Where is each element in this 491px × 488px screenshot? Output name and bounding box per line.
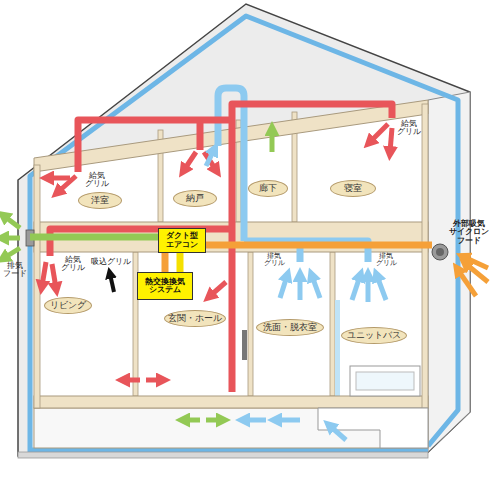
- node-text: 熱交換換気 システム: [139, 278, 191, 295]
- cyclone-hood: [436, 248, 444, 256]
- supply-arrow: [42, 262, 46, 286]
- room-label: 洗面・脱衣室: [256, 319, 324, 336]
- grille-label: 排気 フード: [2, 262, 28, 279]
- supply-arrow: [210, 282, 226, 296]
- node-text: 納戸: [186, 194, 204, 204]
- supply-arrow: [48, 176, 70, 181]
- node-text: 玄関・ホール: [168, 314, 222, 324]
- exhaust-arrow: [330, 426, 346, 440]
- equipment-box: 熱交換換気 システム: [137, 272, 193, 300]
- insulation-line: [30, 16, 458, 452]
- bathtub-inner: [356, 372, 414, 390]
- exhaust-arrow: [352, 276, 360, 300]
- grille-label: 給気 グリル: [84, 172, 110, 189]
- crawl-space: [34, 408, 428, 448]
- return-duct: [30, 234, 160, 241]
- exhaust-arrow: [4, 216, 20, 228]
- exhaust-arrow: [366, 276, 371, 302]
- exhaust-arrow: [206, 150, 214, 166]
- room-label: 玄関・ホール: [164, 310, 226, 327]
- connect-duct: [177, 252, 184, 272]
- node-text: 寝室: [344, 184, 362, 194]
- return-arrow: [184, 418, 200, 423]
- bathtub: [350, 366, 420, 396]
- return-arrow: [270, 130, 275, 152]
- supply-duct: [50, 229, 232, 256]
- intake-arrow: [466, 264, 488, 282]
- exhaust-arrow: [276, 418, 300, 423]
- room-label: ユニットバス: [341, 327, 407, 344]
- bath-door: [335, 300, 340, 396]
- grille-label: 給気 グリル: [396, 120, 422, 137]
- node-text: ユニットバス: [347, 331, 401, 341]
- supply-arrow: [390, 128, 392, 152]
- grille-label: 排気 グリル: [374, 253, 398, 267]
- exhaust-arrow: [3, 236, 20, 241]
- side-wall: [428, 92, 470, 452]
- grille-label: 給気 グリル: [60, 256, 86, 273]
- equipment-box: ダクト型 エアコン: [158, 228, 206, 253]
- bath-step: [318, 408, 428, 448]
- node-text: ダクト型 エアコン: [160, 232, 204, 249]
- room-label: 納戸: [173, 190, 217, 207]
- outer-wall: [34, 165, 40, 408]
- supply-arrow: [184, 152, 196, 170]
- suction-arrow: [110, 274, 114, 292]
- node-text: リビング: [50, 301, 86, 311]
- node-text: 廊下: [259, 184, 277, 194]
- entrance-door: [242, 330, 247, 360]
- return-arrow: [206, 418, 222, 423]
- cyclone-hood: [432, 244, 448, 260]
- partition-wall: [330, 252, 335, 396]
- intake-arrow: [458, 270, 476, 296]
- outer-wall: [422, 104, 428, 408]
- house-shell: [18, 4, 470, 456]
- exhaust-arrow: [280, 276, 287, 298]
- exhaust-arrow: [244, 418, 266, 423]
- exhaust-arrow: [377, 276, 386, 300]
- room-label: 洋室: [78, 192, 122, 209]
- exhaust-arrow: [312, 276, 320, 298]
- foundation: [18, 452, 428, 458]
- supply-arrow: [124, 378, 140, 383]
- room-label: 寝室: [330, 180, 376, 197]
- exhaust-arrow: [298, 276, 303, 300]
- floor-band: [34, 396, 428, 408]
- supply-arrow: [52, 264, 56, 288]
- supply-arrow: [146, 378, 162, 383]
- node-text: 洋室: [91, 196, 109, 206]
- exhaust-arrow: [4, 248, 20, 258]
- grille-label: 外部吸気 サイクロン フード: [448, 220, 490, 245]
- grille-label: 排気 グリル: [262, 253, 286, 267]
- room-label: 廊下: [248, 180, 288, 197]
- supply-arrow: [370, 124, 388, 142]
- node-text: 洗面・脱衣室: [263, 323, 317, 333]
- partition-wall: [248, 252, 253, 396]
- grille-label: 吸込グリル: [90, 258, 132, 266]
- room-label: リビング: [44, 297, 92, 314]
